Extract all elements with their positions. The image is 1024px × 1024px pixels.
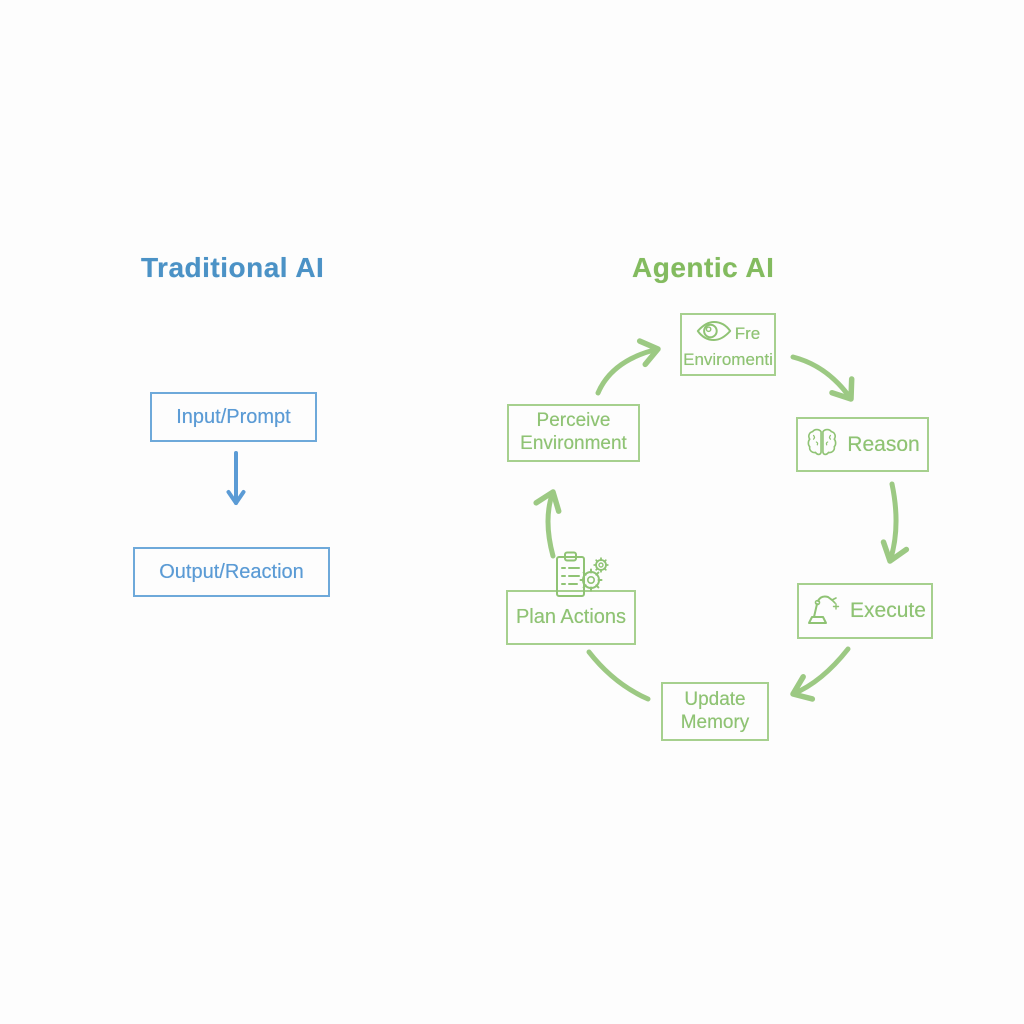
- plan-actions-box: Plan Actions: [506, 590, 636, 645]
- update-memory-label-line1: Update: [684, 688, 746, 710]
- brain-icon: [805, 426, 839, 464]
- eye-icon: [696, 319, 732, 348]
- arrow-plan-to-perceive: [533, 489, 562, 559]
- update-memory-box: Update Memory: [661, 682, 769, 741]
- reason-box: Reason: [796, 417, 929, 472]
- perceive-label-line1: Perceive: [536, 410, 611, 432]
- execute-label: Execute: [850, 599, 926, 622]
- environment-box: Fre Enviromenti: [680, 313, 776, 376]
- plan-actions-label: Plan Actions: [515, 606, 627, 628]
- perceive-label-line2: Environment: [520, 433, 627, 454]
- environment-label-line1: Fre: [734, 324, 761, 344]
- input-prompt-box: Input/Prompt: [150, 392, 317, 442]
- arrow-perceive-to-environment: [595, 338, 661, 396]
- output-reaction-label: Output/Reaction: [159, 560, 304, 583]
- input-prompt-label: Input/Prompt: [176, 405, 291, 428]
- execute-box: Execute: [797, 583, 933, 639]
- traditional-ai-title: Traditional AI: [141, 252, 325, 283]
- output-reaction-box: Output/Reaction: [133, 547, 330, 597]
- update-memory-label-line2: Memory: [680, 711, 750, 733]
- clipboard-gear-icon: [549, 550, 613, 605]
- perceive-environment-box: Perceive Environment: [507, 404, 640, 462]
- agentic-ai-title: Agentic AI: [632, 252, 775, 283]
- environment-label-line2: Enviromenti: [683, 349, 773, 369]
- connector-plan-to-update-memory: [586, 649, 651, 702]
- arrow-reason-to-execute: [880, 481, 910, 564]
- arrow-environment-to-reason: [790, 354, 855, 402]
- robot-arm-icon: [804, 590, 844, 632]
- reason-label: Reason: [847, 432, 920, 456]
- arrow-execute-to-update-memory: [790, 646, 851, 702]
